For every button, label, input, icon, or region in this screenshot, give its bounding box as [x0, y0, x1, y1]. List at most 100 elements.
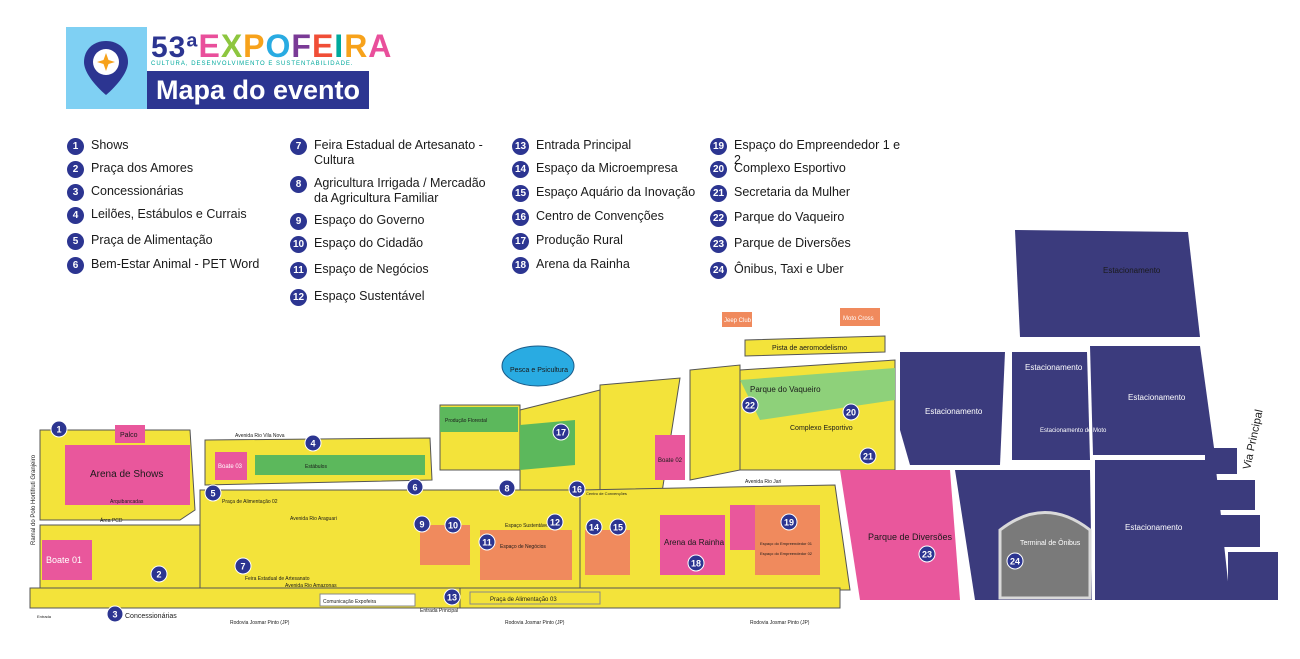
- area-pcd-label: Área PCD: [100, 517, 123, 524]
- legend-label: Espaço do Empreendedor 1 e 2: [734, 138, 901, 167]
- parking-block[interactable]: [1220, 515, 1260, 547]
- header-logo-panel: [66, 27, 147, 109]
- parque-vaqueiro[interactable]: [740, 368, 895, 420]
- parking-block[interactable]: [1215, 480, 1255, 510]
- map-marker-number: 6: [412, 483, 417, 493]
- header-brand: 53ªEXPOFEIRA CULTURA, DESENVOLVIMENTO E …: [147, 27, 391, 71]
- pesca-psicultura[interactable]: [501, 345, 575, 387]
- legend-label: Bem-Estar Animal - PET Word: [91, 257, 260, 271]
- map-marker-3[interactable]: 3: [106, 605, 124, 623]
- pista-aeromodelismo[interactable]: [744, 335, 886, 357]
- praca-alimentacao-03[interactable]: [469, 591, 601, 605]
- espaco-governo-cidadao[interactable]: [420, 525, 470, 565]
- legend-label: Secretaria da Mulher: [734, 185, 851, 199]
- legend-number-badge: 22: [710, 210, 727, 227]
- legend-label: Espaço da Microempresa: [536, 161, 678, 175]
- map-marker-number: 17: [556, 428, 566, 438]
- palco-shows[interactable]: [115, 425, 145, 443]
- legend-label: Centro de Convenções: [536, 209, 664, 223]
- map-marker-number: 4: [310, 439, 315, 449]
- legend-number-badge: 11: [290, 262, 307, 279]
- map-marker-2[interactable]: 2: [150, 565, 168, 583]
- espaco-empreendedor-label: Espaço do Empreendedor 01: [760, 541, 813, 546]
- map-marker-13[interactable]: 13: [443, 588, 461, 606]
- legend-number-badge: 4: [67, 207, 84, 224]
- map-marker-5[interactable]: 5: [204, 484, 222, 502]
- map-marker-19[interactable]: 19: [780, 513, 798, 531]
- comunicacao-expofeira[interactable]: [319, 593, 416, 607]
- parking-label: Estacionamento: [1025, 363, 1083, 372]
- boate-03[interactable]: [215, 452, 247, 480]
- arena-shows[interactable]: [65, 445, 190, 505]
- legend-label: Entrada Principal: [536, 138, 632, 152]
- legend-number-badge: 15: [512, 185, 529, 202]
- map-marker-15[interactable]: 15: [609, 518, 627, 536]
- rodovia-label: Rodovia Josmar Pinto (JP): [230, 620, 290, 626]
- boate03-label: Boate 03: [218, 464, 243, 470]
- entrada-small-label: Entrada: [37, 614, 52, 619]
- producao-florestal[interactable]: [440, 407, 518, 432]
- legend-label: Leilões, Estábulos e Currais: [91, 207, 247, 221]
- legend-number-badge: 10: [290, 236, 307, 253]
- entrada-label: Entrada Principal: [420, 608, 458, 614]
- parking-area[interactable]: [1090, 346, 1215, 455]
- map-marker-7[interactable]: 7: [234, 557, 252, 575]
- terminal-onibus[interactable]: [998, 511, 1092, 600]
- legend-item: 13 Entrada Principal: [512, 138, 702, 155]
- parque-diversoes-area[interactable]: [840, 470, 960, 600]
- parking-area[interactable]: [900, 352, 1005, 465]
- estabulos[interactable]: [255, 455, 425, 475]
- map-marker-number: 16: [572, 485, 582, 495]
- map-marker-16[interactable]: 16: [568, 480, 586, 498]
- rodovia-label: Rodovia Josmar Pinto (JP): [750, 620, 810, 626]
- map-marker-number: 23: [922, 550, 932, 560]
- parking-label: Estacionamento: [1128, 393, 1186, 402]
- parking-moto-area[interactable]: [1012, 352, 1090, 460]
- map-marker-9[interactable]: 9: [413, 515, 431, 533]
- map-marker-24[interactable]: 24: [1006, 552, 1024, 570]
- legend-number-badge: 23: [710, 236, 727, 253]
- espaco-microempresa[interactable]: [585, 530, 630, 575]
- map-marker-23[interactable]: 23: [918, 545, 936, 563]
- parking-block[interactable]: [1228, 552, 1278, 600]
- map-marker-21[interactable]: 21: [859, 447, 877, 465]
- legend-label: Espaço de Negócios: [314, 262, 429, 276]
- parking-block[interactable]: [1205, 448, 1237, 474]
- map-marker-11[interactable]: 11: [478, 533, 496, 551]
- pista-label: Pista de aeromodelismo: [772, 345, 847, 352]
- espaco-negocios[interactable]: [480, 530, 572, 580]
- parking-area[interactable]: [1015, 230, 1200, 337]
- legend-number-badge: 6: [67, 257, 84, 274]
- map-marker-4[interactable]: 4: [304, 434, 322, 452]
- legend-item: 6 Bem-Estar Animal - PET Word: [67, 257, 267, 274]
- jeep-club[interactable]: [722, 312, 752, 327]
- map-marker-18[interactable]: 18: [687, 554, 705, 572]
- legend-number-badge: 14: [512, 161, 529, 178]
- boate-02[interactable]: [655, 435, 685, 480]
- palco-rainha[interactable]: [730, 505, 755, 550]
- map-marker-22[interactable]: 22: [741, 396, 759, 414]
- boate-01[interactable]: [42, 540, 92, 580]
- terminal-label: Terminal de Ônibus: [1020, 538, 1081, 547]
- map-marker-10[interactable]: 10: [444, 516, 462, 534]
- map-marker-17[interactable]: 17: [552, 423, 570, 441]
- map-marker-1[interactable]: 1: [50, 420, 68, 438]
- map-marker-20[interactable]: 20: [842, 403, 860, 421]
- map-marker-number: 7: [240, 562, 245, 572]
- centro-convencoes-label: Centro de Convenções: [586, 491, 627, 496]
- parking-label: Estacionamento: [1125, 523, 1183, 532]
- legend-number-badge: 13: [512, 138, 529, 155]
- legend-label: Praça de Alimentação: [91, 233, 213, 247]
- via-principal-label: Via Principal: [1241, 409, 1265, 471]
- legend-label: Parque de Diversões: [734, 236, 851, 250]
- parking-area[interactable]: [1095, 460, 1230, 600]
- map-marker-6[interactable]: 6: [406, 478, 424, 496]
- map-marker-8[interactable]: 8: [498, 479, 516, 497]
- map-marker-12[interactable]: 12: [546, 513, 564, 531]
- parking-moto-label: Estacionamento de Moto: [1040, 428, 1107, 434]
- legend-number-badge: 20: [710, 161, 727, 178]
- legend-number-badge: 24: [710, 262, 727, 279]
- map-marker-14[interactable]: 14: [585, 518, 603, 536]
- moto-cross[interactable]: [840, 308, 880, 326]
